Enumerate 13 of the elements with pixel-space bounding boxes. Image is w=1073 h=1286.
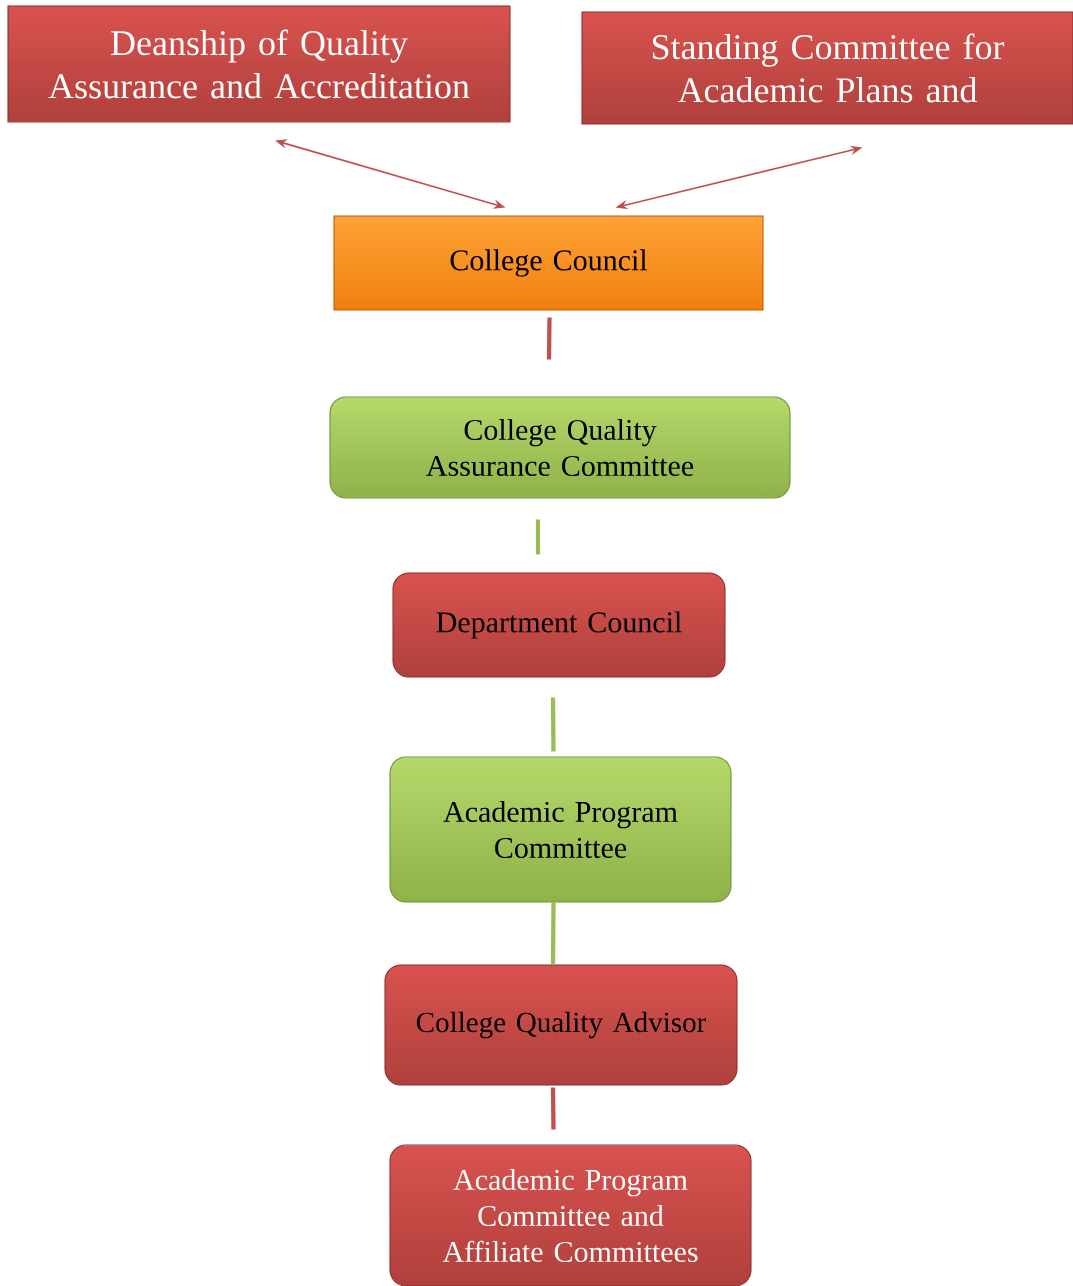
connector-line [550,1087,556,1130]
box-node: Standing Committee for Academic Plans and [581,11,1073,125]
connector-line [550,902,556,965]
connector-line [550,697,556,752]
connector-line [535,519,541,555]
box-node: College Council [333,215,764,311]
box-node: Academic Program Committee and Affiliate Committees [389,1144,752,1286]
box-node: Academic Program Committee [389,756,732,903]
box-node: Department Council [392,572,726,678]
connector-line [546,317,552,360]
box-node: College Quality Advisor [384,964,738,1086]
box-node: College Quality Assurance Committee [329,396,791,499]
box-node: Deanship of Quality Assurance and Accreditation [7,5,511,123]
